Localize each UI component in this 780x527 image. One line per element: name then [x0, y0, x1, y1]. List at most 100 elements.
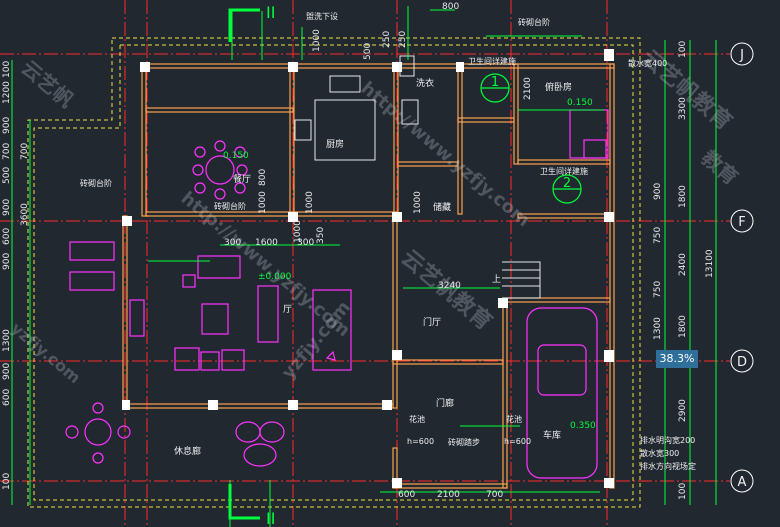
dim-storage-1000: 1000 — [413, 191, 423, 214]
dim-bottom-600: 600 — [398, 490, 415, 500]
dim-left-900b: 900 — [2, 199, 12, 216]
structural-columns — [122, 49, 614, 488]
dim-top-1000: 1000 — [312, 29, 322, 52]
bath-markers — [480, 73, 582, 204]
room-sanitary-bottom: 卫生间详建施 — [540, 166, 588, 176]
watermark-7: 教育 — [697, 145, 743, 189]
dim-right-750a: 750 — [653, 227, 663, 244]
stairs-up-label: 上 — [492, 274, 501, 285]
dim-kitchen-1000: 1000 — [305, 191, 315, 214]
room-leisure: 休息廊 — [174, 445, 201, 457]
dim-left-600b: 600 — [2, 389, 12, 406]
room-sanitary-top: 卫生间详建施 — [468, 56, 516, 66]
watermark-6: 云艺帆 — [17, 55, 78, 112]
room-garage: 车库 — [543, 429, 561, 441]
elevation-living: ±0.000 — [258, 272, 292, 282]
bath-marker-1: 1 — [491, 75, 499, 90]
dim-right-3300: 3300 — [678, 97, 688, 120]
dim-right-750b: 750 — [653, 281, 663, 298]
dim-top-250a: 250 — [382, 31, 392, 48]
dim-left-1200: 1200 — [2, 81, 12, 104]
annotation-drain-2: 散水宽300 — [640, 448, 679, 458]
room-living: 厅 — [283, 304, 292, 315]
dim-left-700b: 700 — [20, 143, 30, 160]
axis-label-a: A — [738, 475, 747, 490]
elevation-bedroom: 0.150 — [567, 98, 593, 108]
section-mark-bottom — [228, 484, 260, 520]
annotation-step-porch: 砖砌踏步 — [448, 437, 480, 447]
dim-left-700a: 700 — [2, 143, 12, 160]
dim-dining-1000: 1000 — [258, 191, 268, 214]
room-bedroom: 俯卧房 — [545, 81, 572, 93]
axis-grid — [0, 0, 730, 527]
dim-living-300a: 300 — [224, 238, 241, 248]
left-dimension-chain — [11, 60, 31, 505]
axis-bubbles — [730, 42, 754, 493]
dim-right-100b: 100 — [678, 483, 688, 500]
annotation-h-right: h=600 — [504, 437, 531, 446]
dim-hall-350: 350 — [316, 227, 326, 244]
elevation-garage: 0.350 — [570, 421, 596, 431]
room-porch: 门廊 — [436, 397, 454, 409]
dim-left-900c: 900 — [2, 253, 12, 270]
dim-right-900: 900 — [653, 183, 663, 200]
axis-label-j: J — [739, 48, 744, 63]
dim-bottom-2100: 2100 — [437, 490, 460, 500]
dim-living-1600: 1600 — [255, 238, 278, 248]
annotation-h-left: h=600 — [407, 437, 434, 446]
dim-right-13100: 13100 — [705, 249, 715, 278]
kitchen-fixtures — [294, 55, 541, 299]
annotation-drain-3: 排水方向视场定 — [640, 461, 696, 471]
room-wash: 洗衣 — [416, 77, 434, 89]
room-foyer: 门厅 — [423, 316, 441, 328]
dim-foyer-3240: 3240 — [438, 281, 461, 291]
outer-drainage-lines — [27, 37, 641, 508]
dim-right-2400: 2400 — [678, 253, 688, 276]
bath-marker-2: 2 — [563, 176, 571, 191]
axis-label-f: F — [738, 215, 745, 230]
dim-left-1300: 1300 — [2, 329, 12, 352]
annotation-drain-1: 排水明沟宽200 — [640, 435, 695, 445]
furniture — [65, 109, 609, 479]
dim-top-250b: 250 — [398, 31, 408, 48]
dim-left-3600: 3600 — [20, 203, 30, 226]
room-kitchen: 厨房 — [326, 138, 344, 150]
section-label-top: II — [266, 3, 275, 22]
dim-left-100: 100 — [2, 61, 12, 78]
dim-left-900a: 900 — [2, 117, 12, 134]
dim-left-100b: 100 — [2, 473, 12, 490]
dim-right-1800a: 1800 — [678, 185, 688, 208]
annotation-sink-setting: 盥洗下设 — [306, 11, 338, 21]
dim-top-2100: 2100 — [523, 77, 533, 100]
right-dimension-chain — [664, 40, 717, 505]
dim-dining-800: 800 — [258, 169, 268, 186]
annotation-step-dining: 砖砌台阶 — [214, 201, 246, 211]
dim-living-300b: 300 — [297, 238, 314, 248]
watermark-8: yzfjy.com — [7, 319, 84, 388]
annotation-planter-left: 花池 — [409, 414, 425, 424]
dim-left-600: 600 — [2, 228, 12, 245]
dim-right-1300: 1300 — [653, 317, 663, 340]
room-storage: 储藏 — [433, 201, 451, 213]
axis-label-d: D — [737, 355, 747, 370]
dim-right-1800b: 1800 — [678, 315, 688, 338]
annotation-scatter-top: 散水宽400 — [628, 58, 667, 68]
annotation-step-top: 砖砌台阶 — [518, 17, 550, 27]
room-dining: 餐厅 — [233, 173, 251, 185]
section-mark-top — [228, 8, 260, 42]
zoom-level-badge: 38.3% — [656, 350, 698, 368]
dim-left-900d: 900 — [2, 363, 12, 380]
elevation-dining: 0.150 — [223, 151, 249, 161]
dimension-texts: 800 1000 500 250 250 2100 800 1000 1000 … — [2, 2, 715, 500]
dim-top-800: 800 — [442, 2, 459, 12]
annotation-planter-right: 花池 — [506, 414, 522, 424]
annotation-step-left: 砖砌台阶 — [80, 178, 112, 188]
dim-bottom-700: 700 — [486, 490, 503, 500]
section-label-bottom: II — [266, 509, 275, 527]
dim-right-100a: 100 — [678, 41, 688, 58]
dim-left-500: 500 — [2, 167, 12, 184]
dim-hall-1000: 1000 — [293, 220, 303, 243]
dim-right-2900: 2900 — [678, 399, 688, 422]
watermark-4: 云艺帆教育 — [396, 245, 497, 336]
